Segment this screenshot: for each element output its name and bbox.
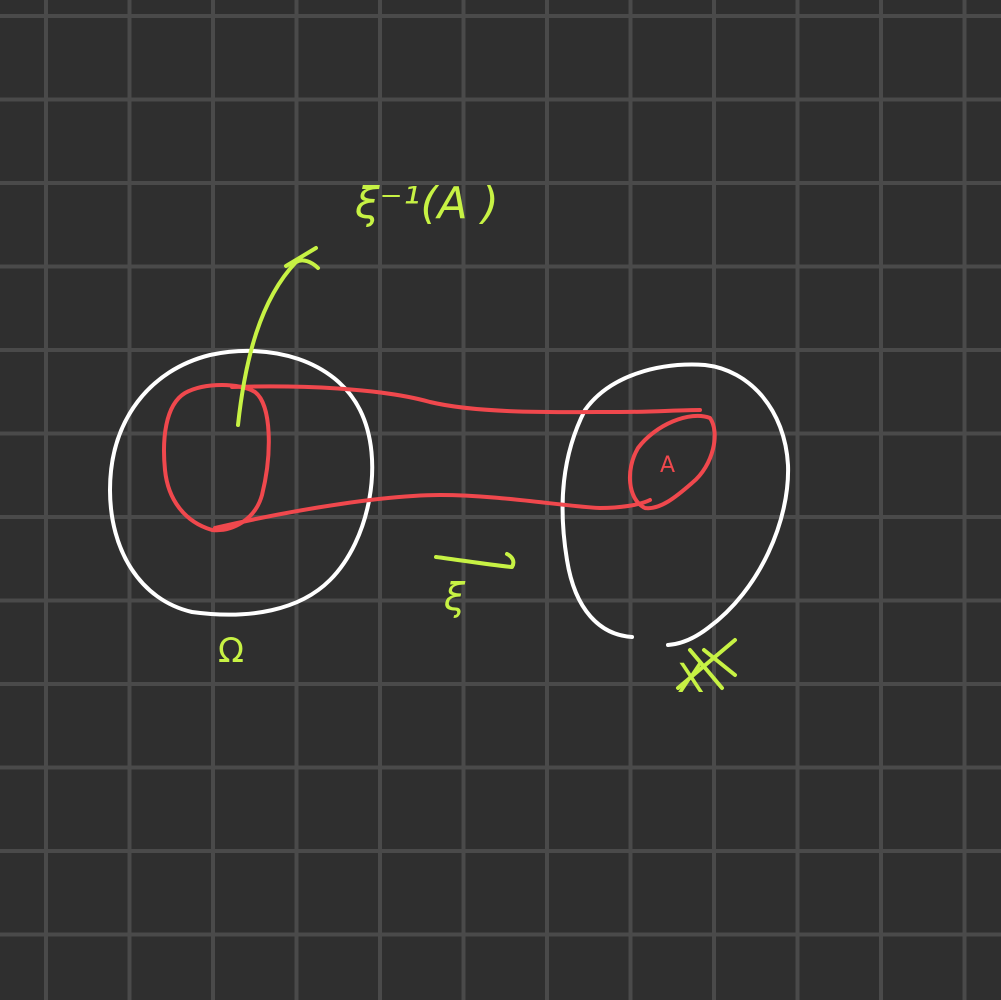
mapping-tube-bottom bbox=[213, 493, 652, 530]
preimage-label: ξ⁻¹(A ) bbox=[354, 178, 499, 229]
set-a-region bbox=[627, 413, 717, 511]
preimage-arrow bbox=[236, 260, 298, 427]
domain-label: Ω bbox=[218, 631, 244, 671]
set-a-label: A bbox=[660, 453, 675, 478]
preimage-arrowhead bbox=[284, 246, 320, 270]
domain-omega-set bbox=[108, 348, 375, 617]
preimage-region bbox=[162, 383, 271, 533]
mapping-tube-top bbox=[230, 384, 702, 415]
codomain-label: X bbox=[677, 656, 704, 702]
map-label: ξ bbox=[443, 575, 466, 619]
map-arrow bbox=[434, 552, 516, 569]
codomain-cross-mark bbox=[676, 638, 737, 690]
codomain-x-set bbox=[560, 362, 791, 647]
